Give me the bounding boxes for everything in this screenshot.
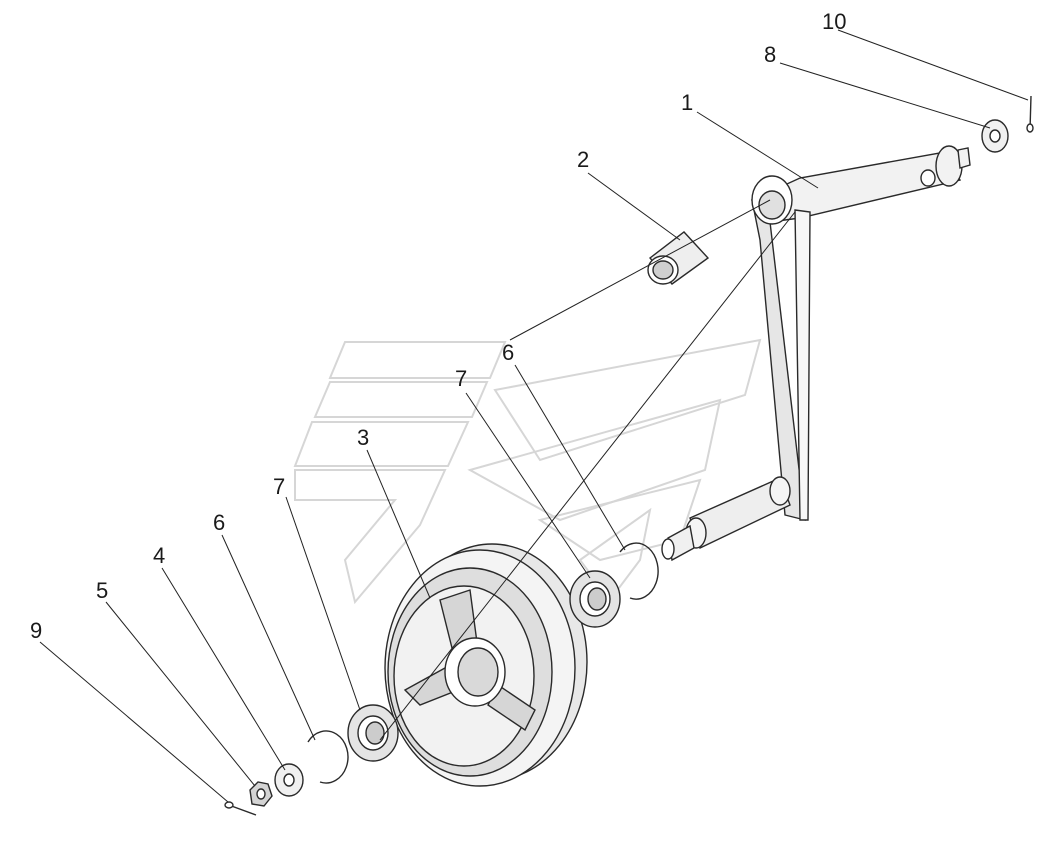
callout-7-upper: 7 [455, 366, 467, 391]
callout-4: 4 [153, 543, 165, 568]
pulley-wheel-part [384, 543, 588, 787]
leader-2 [587, 172, 681, 241]
callout-6-upper: 6 [502, 340, 514, 365]
leader-8 [779, 62, 991, 129]
leader-5 [105, 601, 256, 787]
callout-1: 1 [681, 90, 693, 115]
circlip-part-left [307, 730, 349, 784]
leader-10 [837, 29, 1029, 101]
bracket-arm-part [661, 145, 971, 562]
callout-8: 8 [764, 42, 776, 67]
bushing-part [647, 231, 710, 285]
washer-part [274, 763, 304, 797]
leader-lines [39, 29, 1029, 803]
castle-nut-part [249, 781, 273, 807]
leader-7a [465, 392, 591, 579]
callout-2: 2 [577, 147, 589, 172]
callout-9: 9 [30, 618, 42, 643]
circlip-part-right [619, 542, 659, 600]
leader-3 [366, 449, 431, 599]
callout-6-lower: 6 [213, 510, 225, 535]
leader-6a-lower [514, 364, 626, 551]
callout-5: 5 [96, 578, 108, 603]
leader-6b [221, 534, 316, 741]
leader-6a [509, 199, 771, 341]
washer-top-part [981, 119, 1009, 153]
cotter-pin-top-part [1026, 95, 1034, 133]
bearing-part-right [569, 570, 621, 628]
callout-7-lower: 7 [273, 474, 285, 499]
leader-1 [696, 111, 819, 189]
leader-7b [285, 496, 361, 711]
callout-3: 3 [357, 425, 369, 450]
leader-4 [161, 567, 286, 771]
axis-line [379, 211, 796, 741]
bearing-part-left [347, 704, 399, 762]
leader-9 [39, 641, 229, 803]
cotter-pin-left-part [224, 801, 257, 816]
callout-10: 10 [822, 9, 846, 34]
